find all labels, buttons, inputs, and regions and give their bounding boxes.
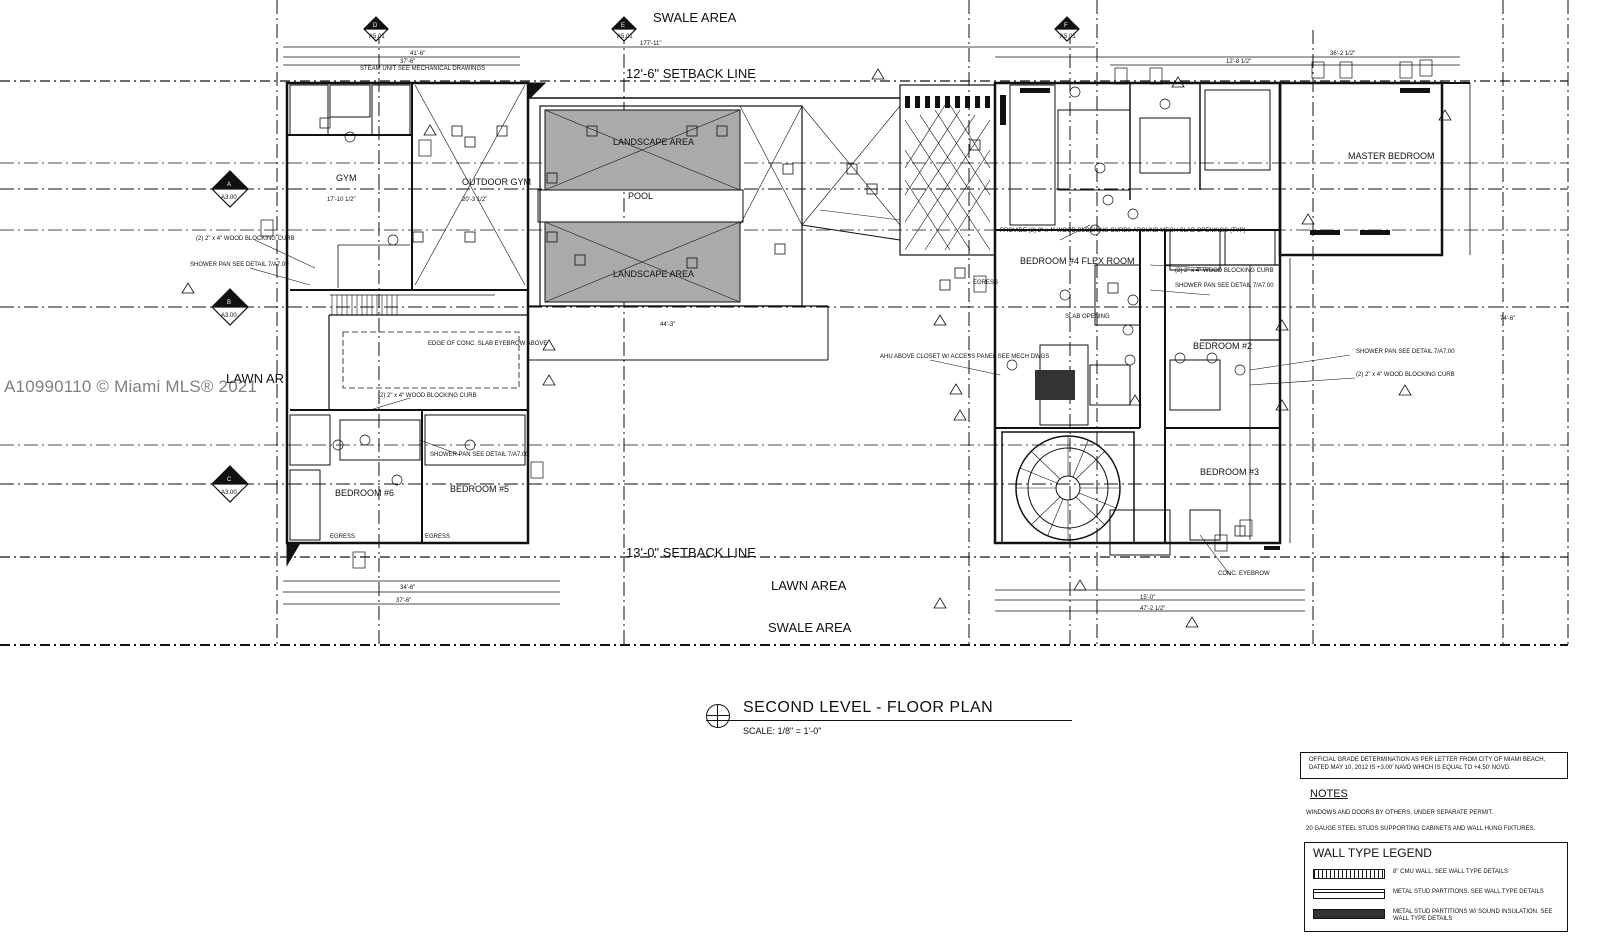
legend-label: METAL STUD PARTITIONS W/ SOUND INSULATIO… <box>1393 909 1553 922</box>
room-landscape-1: LANDSCAPE AREA <box>613 137 694 147</box>
grid-marker-b-letter: B <box>227 300 231 306</box>
note-blocking-curb-flex: (2) 2" x 4" WOOD BLOCKING CURB <box>1175 268 1274 274</box>
lawn-area-bottom: LAWN AREA <box>771 578 847 593</box>
dim-top-left-2: 37'-6" <box>400 59 415 65</box>
grid-marker-a-sheet: A3.00 <box>221 195 237 201</box>
dim-bottom-right-1: 47'-2 1/2" <box>1140 606 1165 612</box>
lawn-area-left: LAWN AR <box>226 371 284 386</box>
note-slab-opening: SLAB OPENING <box>1065 314 1110 320</box>
note-ahu: AHU ABOVE CLOSET W/ ACCESS PANEL SEE MEC… <box>880 354 1049 360</box>
grid-marker-d-sheet: A5.01 <box>369 34 385 40</box>
note-egress-bed6: EGRESS <box>330 534 355 540</box>
title-underline <box>706 720 1072 721</box>
note-conc-eyebrow: CONC. EYEBROW <box>1218 571 1270 577</box>
room-gym: GYM <box>336 173 357 183</box>
dim-top-right-1: 36'-2 1/2" <box>1330 51 1355 57</box>
grid-marker-c-sheet: A3.00 <box>221 490 237 496</box>
room-bedroom-3: BEDROOM #3 <box>1200 467 1259 477</box>
mls-watermark: A10990110 © Miami MLS® 2021 <box>4 377 258 396</box>
note-shower-pan-bed5: SHOWER PAN SEE DETAIL 7/A7.00 <box>430 452 529 458</box>
dim-overall-top: 177'-11" <box>640 41 662 47</box>
note-item: 20 GAUGE STEEL STUDS SUPPORTING CABINETS… <box>1306 826 1536 832</box>
metal-stud-swatch-icon <box>1313 889 1385 899</box>
grid-marker-e-sheet: A5.01 <box>617 34 633 40</box>
note-egress-bed5: EGRESS <box>425 534 450 540</box>
legend-label: 8" CMU WALL. SEE WALL TYPE DETAILS <box>1393 869 1508 875</box>
dim-bottom-right-2: 15'-0" <box>1140 595 1155 601</box>
room-bedroom-2: BEDROOM #2 <box>1193 341 1252 351</box>
dim-top-right-2: 12'-8 1/2" <box>1226 59 1251 65</box>
grid-marker-a-letter: A <box>227 182 231 188</box>
note-provide-curbs: PROVIDE (2) 2" x 4" WOOD BLOCKING CURBS … <box>1000 228 1246 234</box>
room-bedroom-5: BEDROOM #5 <box>450 484 509 494</box>
swale-area-bottom: SWALE AREA <box>768 620 852 635</box>
room-landscape-2: LANDSCAPE AREA <box>613 269 694 279</box>
note-slab-edge: EDGE OF CONC. SLAB EYEBROW ABOVE <box>428 341 547 347</box>
legend-heading: WALL TYPE LEGEND <box>1313 846 1432 860</box>
note-blocking-curb-mid: (2) 2" x 4" WOOD BLOCKING CURB <box>378 393 477 399</box>
note-shower-pan-right: SHOWER PAN SEE DETAIL 7/A7.00 <box>1356 349 1455 355</box>
note-item: WINDOWS AND DOORS BY OTHERS, UNDER SEPAR… <box>1306 810 1494 816</box>
grid-marker-e-letter: E <box>621 23 625 29</box>
note-blocking-curb-right: (2) 2" x 4" WOOD BLOCKING CURB <box>1356 372 1455 378</box>
legend-row: METAL STUD PARTITIONS. SEE WALL TYPE DET… <box>1313 889 1563 901</box>
legend-row: 8" CMU WALL. SEE WALL TYPE DETAILS <box>1313 869 1563 881</box>
room-pool: POOL <box>628 191 653 201</box>
drawing-title: SECOND LEVEL - FLOOR PLAN <box>743 699 994 716</box>
grade-determination-note: OFFICIAL GRADE DETERMINATION AS PER LETT… <box>1300 752 1568 779</box>
dim-top-left-1: 41'-6" <box>410 51 425 57</box>
notes-heading: NOTES <box>1310 788 1348 800</box>
grid-marker-f-sheet: A5.01 <box>1060 34 1076 40</box>
room-bedroom-4-flex: BEDROOM #4 FLEX ROOM <box>1020 256 1135 266</box>
dim-gym-width: 17'-10 1/2" <box>327 197 356 203</box>
dim-span-mid: 44'-3" <box>660 322 675 328</box>
dim-right-depth: 74'-6" <box>1500 316 1515 322</box>
note-blocking-curb-left: (2) 2" x 4" WOOD BLOCKING CURB <box>196 236 295 242</box>
wall-type-legend: WALL TYPE LEGEND 8" CMU WALL. SEE WALL T… <box>1304 842 1568 932</box>
insulated-stud-swatch-icon <box>1313 909 1385 919</box>
grid-marker-c-letter: C <box>227 477 232 483</box>
legend-label: METAL STUD PARTITIONS. SEE WALL TYPE DET… <box>1393 889 1544 895</box>
cmu-wall-swatch-icon <box>1313 869 1385 879</box>
drawing-scale: SCALE: 1/8" = 1'-0" <box>743 726 822 736</box>
section-symbol-icon <box>706 704 730 728</box>
dim-bottom-left-1: 34'-6" <box>400 585 415 591</box>
note-egress-flex: EGRESS <box>973 280 998 286</box>
note-shower-pan-left: SHOWER PAN SEE DETAIL 7/A7.00 <box>190 262 289 268</box>
grid-marker-f-letter: F <box>1064 23 1068 29</box>
note-steam-unit: STEAM UNIT SEE MECHANICAL DRAWINGS <box>360 66 485 72</box>
dim-outdoor-width: 20'-3 1/2" <box>462 197 487 203</box>
dim-bottom-left-2: 37'-6" <box>396 598 411 604</box>
setback-line-bottom: 13'-0" SETBACK LINE <box>626 545 756 560</box>
legend-row: METAL STUD PARTITIONS W/ SOUND INSULATIO… <box>1313 909 1563 922</box>
setback-line-top: 12'-6" SETBACK LINE <box>626 66 756 81</box>
grid-marker-d-letter: D <box>373 23 378 29</box>
room-bedroom-6: BEDROOM #6 <box>335 488 394 498</box>
room-master-bedroom: MASTER BEDROOM <box>1348 151 1435 161</box>
grid-marker-b-sheet: A3.00 <box>221 313 237 319</box>
note-shower-pan-flex: SHOWER PAN SEE DETAIL 7/A7.00 <box>1175 283 1274 289</box>
room-outdoor-gym: OUTDOOR GYM <box>462 177 531 187</box>
swale-area-top: SWALE AREA <box>653 10 737 25</box>
